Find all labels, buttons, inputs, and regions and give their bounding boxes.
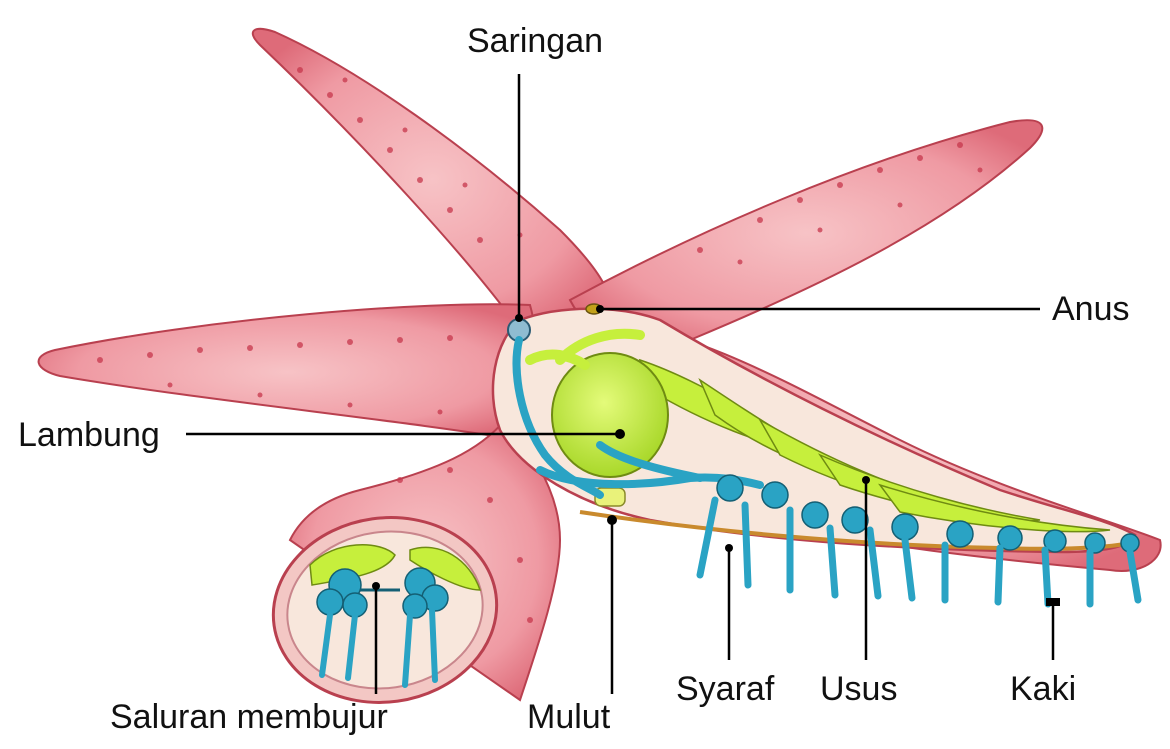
arm-top-left <box>253 29 613 330</box>
label-usus: Usus <box>820 670 897 708</box>
label-saluran-membujur: Saluran membujur <box>110 698 388 736</box>
arm-longitudinal-section <box>493 304 1139 604</box>
label-anus: Anus <box>1052 290 1130 328</box>
label-lambung: Lambung <box>18 416 160 454</box>
stomach <box>552 353 668 477</box>
label-syaraf: Syaraf <box>676 670 775 708</box>
arm-top-right <box>570 120 1042 345</box>
label-kaki: Kaki <box>1010 670 1076 708</box>
label-saringan: Saringan <box>467 22 603 60</box>
label-mulut: Mulut <box>527 698 611 736</box>
